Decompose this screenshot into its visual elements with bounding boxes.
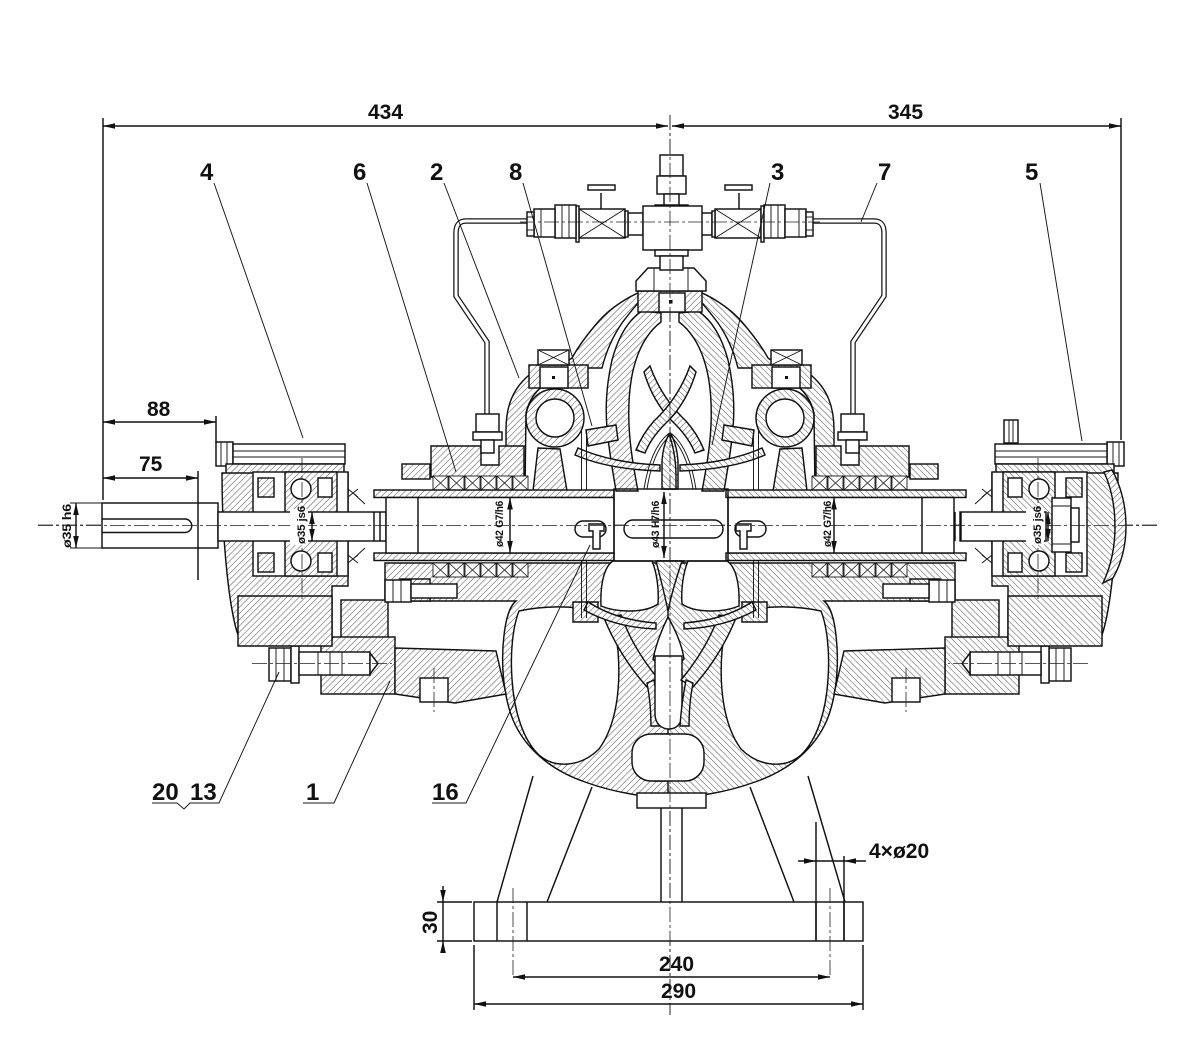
svg-text:75: 75: [139, 453, 163, 476]
svg-text:5: 5: [1025, 159, 1038, 186]
svg-text:ø42 G7/h6: ø42 G7/h6: [494, 501, 506, 547]
svg-text:ø43 H7/h6: ø43 H7/h6: [650, 501, 662, 548]
svg-text:4×ø20: 4×ø20: [869, 840, 929, 863]
svg-text:240: 240: [659, 953, 694, 976]
svg-text:ø42 G7/h6: ø42 G7/h6: [822, 501, 834, 547]
svg-text:2: 2: [430, 159, 443, 186]
svg-text:4: 4: [200, 159, 214, 186]
svg-text:16: 16: [432, 779, 459, 806]
svg-text:20: 20: [152, 779, 179, 806]
svg-text:8: 8: [509, 159, 522, 186]
svg-text:3: 3: [771, 159, 784, 186]
svg-text:290: 290: [661, 980, 696, 1003]
svg-text:434: 434: [368, 101, 403, 124]
svg-text:ø35 h6: ø35 h6: [60, 503, 74, 548]
svg-text:345: 345: [888, 101, 923, 124]
svg-text:ø35 js6: ø35 js6: [296, 506, 308, 544]
svg-text:13: 13: [190, 779, 217, 806]
svg-text:ø35 js6: ø35 js6: [1032, 506, 1044, 544]
svg-text:88: 88: [147, 398, 171, 421]
svg-text:7: 7: [878, 159, 891, 186]
svg-text:30: 30: [419, 911, 442, 934]
svg-text:1: 1: [306, 779, 319, 806]
svg-text:6: 6: [353, 159, 366, 186]
